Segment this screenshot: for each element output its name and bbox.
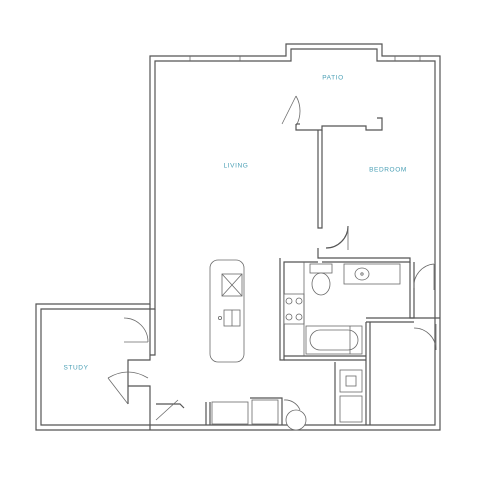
room-label-patio: PATIO: [322, 74, 344, 82]
room-label-study: STUDY: [63, 364, 89, 372]
cooktop: [283, 262, 305, 356]
room-label-bedroom: BEDROOM: [369, 166, 407, 174]
bathroom-fixtures: [305, 263, 401, 355]
appliances: [211, 369, 363, 431]
patio-walls: [281, 95, 383, 131]
interior-walls: [107, 130, 440, 430]
windows: [189, 56, 421, 61]
exterior-walls: [35, 43, 441, 431]
kitchen-island: [209, 259, 245, 363]
room-label-living: LIVING: [223, 162, 249, 170]
